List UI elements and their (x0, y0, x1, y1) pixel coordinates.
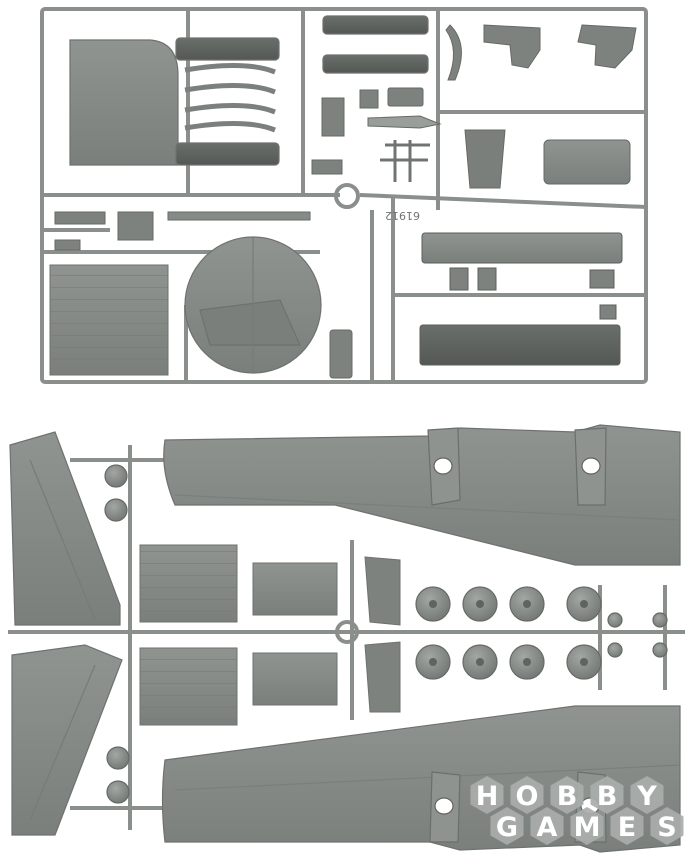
watermark-hex (570, 807, 604, 845)
watermark-hex (530, 807, 564, 845)
lower-sprue (8, 445, 685, 830)
watermark-letter: M (574, 812, 601, 843)
watermark-letter: E (618, 812, 636, 843)
watermark-hex (550, 776, 584, 814)
watermark-hex (630, 776, 664, 814)
sprue-ring (334, 183, 360, 209)
watermark-hex (610, 807, 644, 845)
watermark-letter: B (597, 781, 618, 812)
watermark-letter: S (657, 812, 676, 843)
cabin-panels (139, 544, 401, 726)
tail-fin-parts (9, 431, 123, 836)
cowling-parts (69, 15, 429, 166)
watermark-hex (510, 776, 544, 814)
watermark-letter: B (557, 781, 578, 812)
watermark-letter: H (476, 781, 499, 812)
bench-parts (419, 232, 623, 366)
sprue-marking: 61912 (385, 209, 420, 222)
watermark-hex (590, 776, 624, 814)
watermark-hex (470, 776, 504, 814)
watermark-letter: A (537, 812, 558, 843)
lower-sprue-ring (335, 620, 359, 644)
watermark-letter: O (516, 781, 539, 812)
watermark-letter: Y (636, 781, 657, 812)
small-parts (54, 24, 637, 379)
watermark-letter: G (496, 812, 518, 843)
watermark-hex (650, 807, 684, 845)
round-bulkhead (184, 236, 322, 374)
upper-floor-panel (49, 264, 169, 376)
watermark-hex (490, 807, 524, 845)
